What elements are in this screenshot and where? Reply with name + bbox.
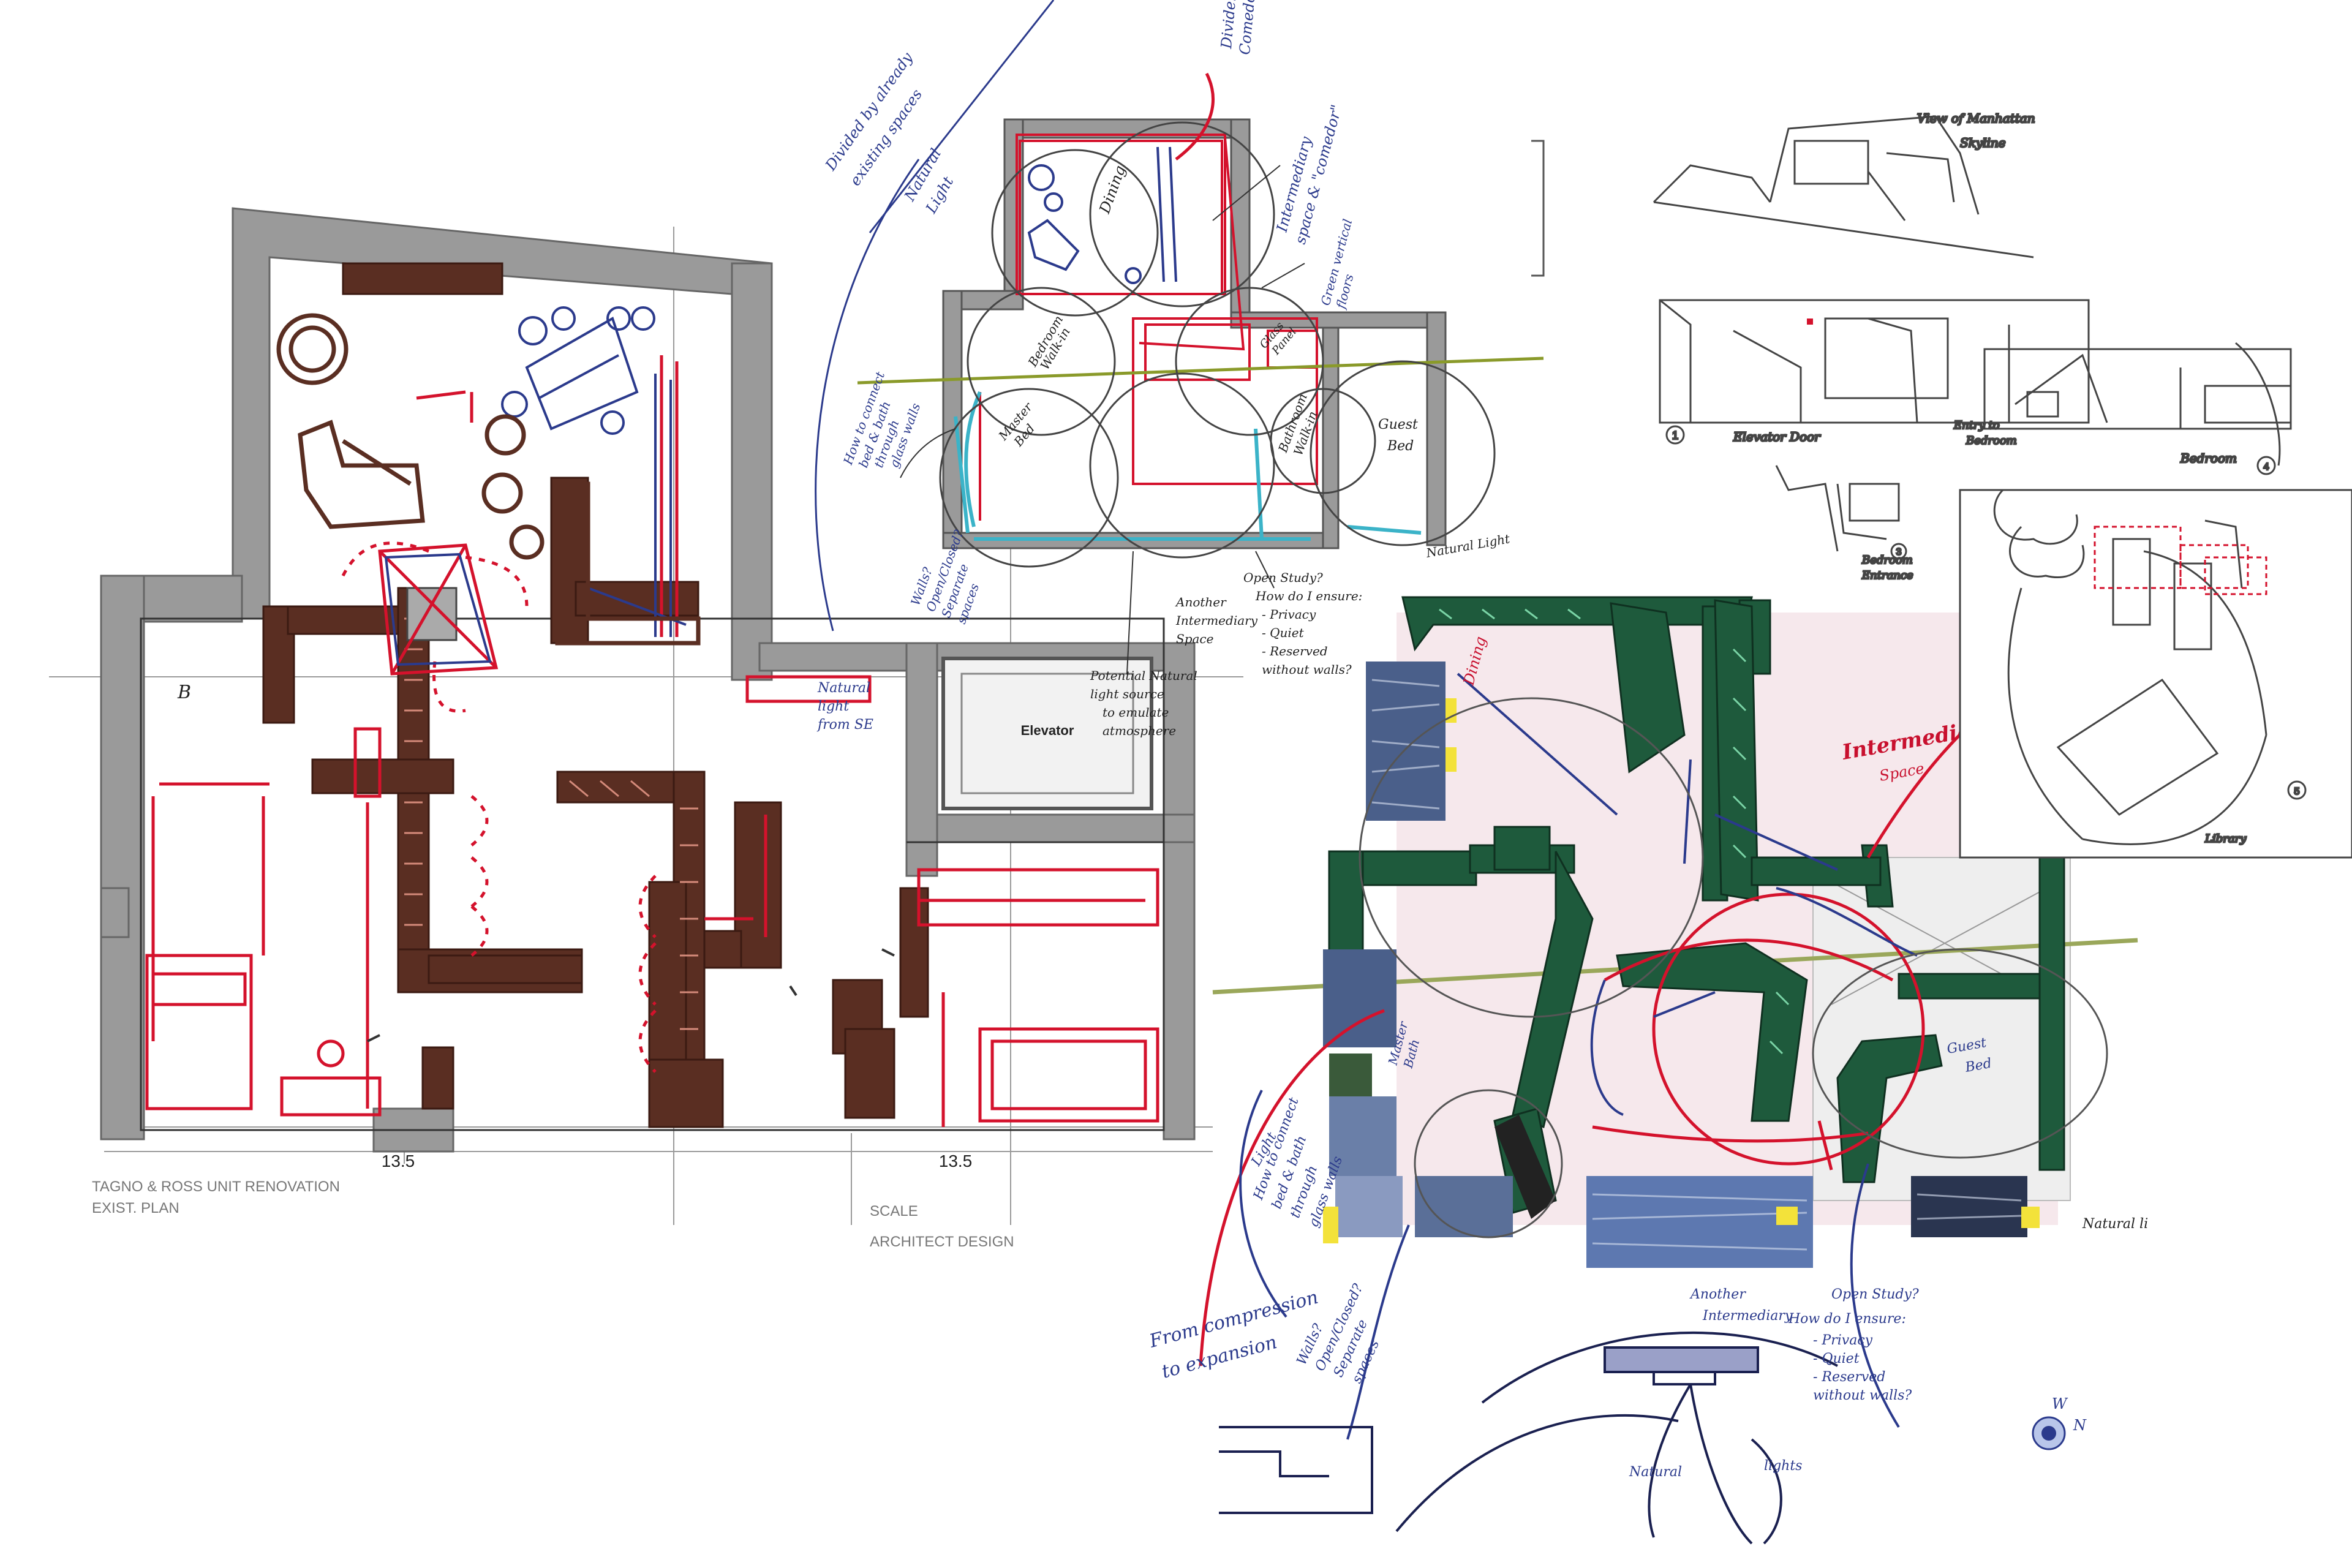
bottom-open-study-5: - Reserved — [1813, 1370, 1885, 1385]
bottom-bubbles — [1359, 697, 2108, 1238]
perspective-5: Library 5 — [1959, 489, 2352, 859]
perspective-2: Elevator Door Entry to Bedroom 1 — [1659, 299, 2090, 448]
potential-light-2: light source — [1090, 687, 1164, 701]
light-note-3: from SE — [816, 717, 873, 733]
compass: W N — [2032, 1395, 2087, 1450]
yellow-highlights — [1323, 698, 2040, 1243]
bedroom-entrance-2: Entrance — [1861, 569, 1913, 582]
entrance-sketch — [1219, 1331, 1838, 1545]
bottom-open-study-4: - Quiet — [1813, 1351, 1860, 1366]
red-marker-furniture — [145, 355, 1159, 1127]
elevator-label: Elevator — [1021, 723, 1074, 738]
bottom-natural-light: Natural li — [2082, 1216, 2148, 1232]
dark-column — [1494, 1115, 1556, 1219]
bedroom-b-label: Bedroom — [2180, 451, 2237, 466]
bottom-another-1: Another — [1689, 1287, 1746, 1302]
dimension-left: 13.5 — [382, 1152, 415, 1170]
collage-texture — [1371, 679, 2022, 1251]
bottom-blue-arrows — [1239, 673, 1918, 1440]
open-study-4: - Quiet — [1262, 625, 1305, 640]
entry-bedroom-2: Bedroom — [1966, 434, 2017, 447]
potential-light-1: Potential Natural — [1090, 668, 1197, 683]
perspective-sketches: View of Manhattan Skyline Elevator Door … — [1653, 110, 2352, 859]
perspective-4: Bedroom 4 — [1983, 342, 2292, 475]
column-pyramid-blue — [384, 552, 492, 666]
divider-note-2: Comedor — [1236, 0, 1259, 56]
olive-axis-line — [857, 356, 1544, 385]
perspective-red-overlay — [2094, 526, 2267, 595]
open-study-3: - Privacy — [1262, 607, 1316, 622]
another-1: Another — [1175, 595, 1227, 609]
green-hatching — [1439, 608, 1790, 1055]
bedroom-entrance-1: Bedroom — [1861, 554, 1913, 567]
guest-bed-2: Bed — [1387, 439, 1414, 454]
top-sketch-furniture — [1027, 146, 1177, 284]
sketch-diagonals — [815, 0, 1055, 631]
top-concept-sketch: Divided by already existing spaces Natur… — [815, 0, 1545, 738]
photo-collage-tiles — [1323, 662, 2027, 1268]
another-2: Intermediary — [1175, 613, 1258, 628]
misc-marks — [367, 948, 895, 1042]
entry-bedroom-1: Entry to — [1953, 419, 2000, 432]
room-letter: B — [177, 682, 191, 703]
compass-w: W — [2052, 1395, 2068, 1412]
dimension-right: 13.5 — [939, 1152, 973, 1170]
compass-n: N — [2073, 1417, 2087, 1434]
bottom-open-study-2: How do I ensure: — [1788, 1311, 1906, 1327]
persp-header-1: View of Manhattan — [1917, 111, 2035, 126]
light-note-1: Natural — [817, 680, 870, 696]
brown-furniture — [276, 313, 701, 646]
elevator: Elevator — [941, 657, 1153, 810]
bottom-open-study-1: Open Study? — [1831, 1287, 1919, 1302]
library-label: Library — [2204, 832, 2247, 845]
persp-num-5: 5 — [2294, 786, 2300, 797]
bottom-natural-2: lights — [1764, 1458, 1802, 1474]
red-swoosh — [1175, 72, 1215, 160]
potential-light-3: to emulate — [1102, 705, 1169, 720]
another-3: Space — [1176, 631, 1213, 646]
plan-title-2: EXIST. PLAN — [92, 1200, 179, 1216]
main-floor-plan: Elevator — [49, 207, 1243, 1250]
scale-line-2: ARCHITECT DESIGN — [870, 1234, 1014, 1250]
plan-title-1: TAGNO & ROSS UNIT RENOVATION — [92, 1178, 340, 1195]
column-pyramid — [378, 543, 499, 676]
bottom-natural-1: Natural — [1629, 1464, 1682, 1480]
blue-furniture — [501, 306, 687, 637]
open-study-6: without walls? — [1262, 662, 1352, 677]
elevator-door-label: Elevator Door — [1733, 429, 1821, 444]
open-study-2: How do I ensure: — [1255, 589, 1362, 603]
teal-light — [954, 391, 1422, 541]
top-leader-lines — [900, 165, 1305, 674]
persp-num-4: 4 — [2264, 462, 2269, 472]
bottom-concept-sketch: W N Dining Intermediary Space Master Bat… — [1147, 596, 2148, 1545]
potential-light-4: atmosphere — [1102, 723, 1176, 738]
guest-bed-1: Guest — [1378, 417, 1418, 432]
light-note-2: light — [818, 699, 849, 714]
persp-header-2: Skyline — [1960, 135, 2006, 150]
persp-num-1: 1 — [1672, 429, 1678, 442]
open-study-5: - Reserved — [1262, 644, 1328, 658]
persp-num-3: 3 — [1896, 547, 1902, 557]
open-study-1: Open Study? — [1243, 570, 1323, 585]
door-swings — [341, 541, 657, 1073]
bottom-open-study-3: - Privacy — [1813, 1333, 1873, 1348]
scale-line-1: SCALE — [870, 1203, 918, 1219]
bracket-lines — [1531, 140, 1545, 277]
perspective-1: View of Manhattan Skyline — [1653, 110, 2036, 258]
perspective-3: 3 Bedroom Entrance — [1775, 465, 1914, 583]
bottom-open-study-6: without walls? — [1813, 1388, 1912, 1403]
space-bubbles — [939, 121, 1496, 568]
bottom-another-2: Intermediary — [1702, 1308, 1793, 1324]
